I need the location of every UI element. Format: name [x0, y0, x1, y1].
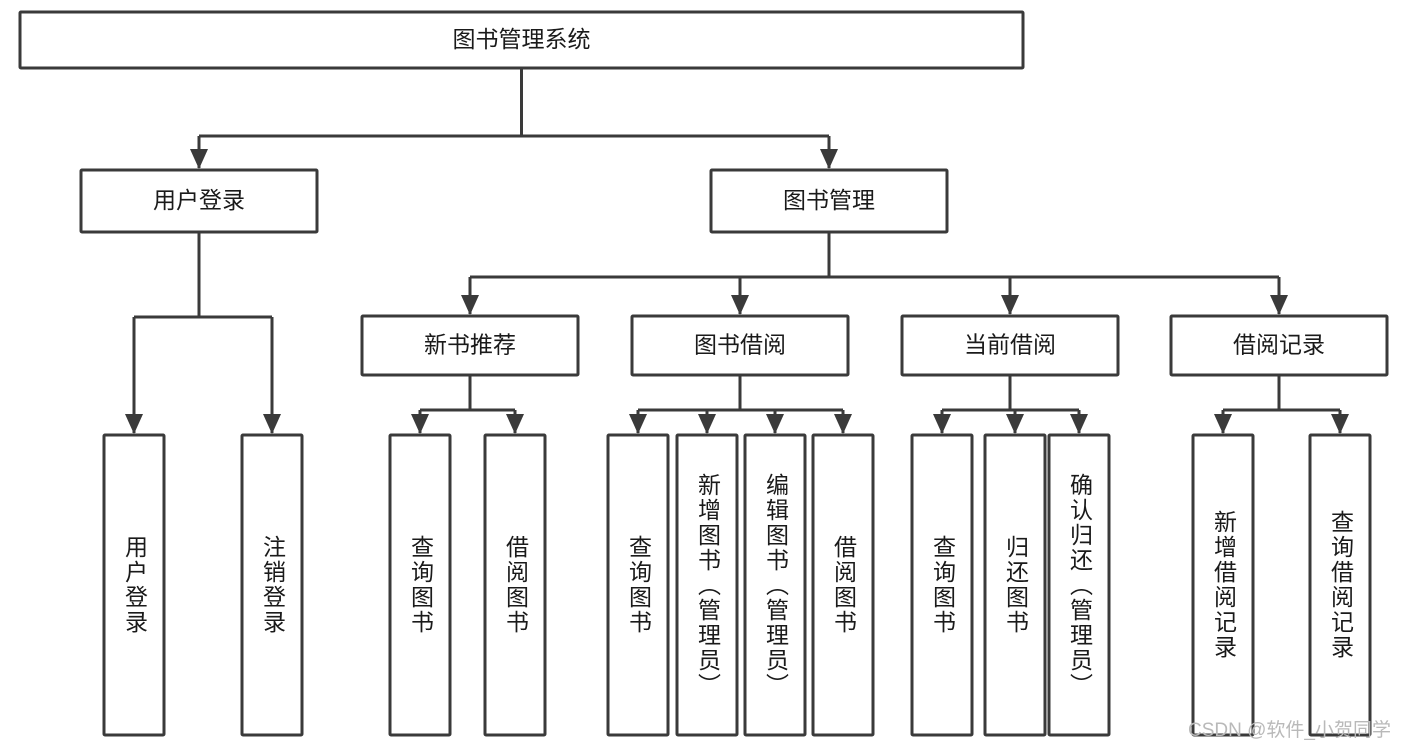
arrow-current-borrow-to-leaf-confirm-return — [1070, 414, 1088, 434]
leaf-box-leaf-user-login[interactable] — [102, 433, 166, 737]
arrow-book-borrow-to-leaf-edit-book — [766, 414, 784, 434]
node-box-new-book-rec[interactable] — [360, 314, 580, 377]
leaf-box-leaf-edit-book[interactable] — [743, 433, 807, 737]
leaf-box-leaf-borrow-book-2[interactable] — [811, 433, 875, 737]
node-label-book-manage: 图书管理 — [783, 187, 875, 213]
arrow-book-borrow-to-leaf-add-book — [698, 414, 716, 434]
node-label-user-login: 用户登录 — [153, 187, 245, 213]
arrow-current-borrow-to-leaf-return-book — [1006, 414, 1024, 434]
node-box-borrow-record[interactable] — [1169, 314, 1389, 377]
arrow-current-borrow-to-leaf-query-book-3 — [933, 414, 951, 434]
node-box-book-manage[interactable] — [709, 168, 949, 234]
leaf-box-leaf-return-book[interactable] — [983, 433, 1047, 737]
node-box-undefined[interactable] — [18, 10, 1025, 70]
arrow-bookmanage-to-borrow-record — [1270, 295, 1288, 315]
leaf-box-leaf-borrow-book-1[interactable] — [483, 433, 547, 737]
arrow-bookmanage-to-current-borrow — [1001, 295, 1019, 315]
arrow-new-book-rec-to-leaf-query-book-1 — [411, 414, 429, 434]
leaf-box-leaf-query-book-3[interactable] — [910, 433, 974, 737]
leaf-box-leaf-add-record[interactable] — [1191, 433, 1255, 737]
leaf-box-leaf-query-record[interactable] — [1308, 433, 1372, 737]
arrow-bookmanage-to-new-book-rec — [461, 295, 479, 315]
node-box-current-borrow[interactable] — [900, 314, 1120, 377]
node-label-book-borrow: 图书借阅 — [694, 332, 786, 358]
node-label-current-borrow: 当前借阅 — [964, 332, 1056, 358]
leaf-box-leaf-confirm-return[interactable] — [1047, 433, 1111, 737]
leaf-box-leaf-query-book-2[interactable] — [606, 433, 670, 737]
leaf-box-leaf-add-book[interactable] — [675, 433, 739, 737]
arrow-new-book-rec-to-leaf-borrow-book-1 — [506, 414, 524, 434]
arrow-root-to-book-manage — [820, 149, 838, 169]
arrow-book-borrow-to-leaf-borrow-book-2 — [834, 414, 852, 434]
node-label-borrow-record: 借阅记录 — [1233, 332, 1325, 358]
arrow-root-to-user-login — [190, 149, 208, 169]
leaf-box-leaf-query-book-1[interactable] — [388, 433, 452, 737]
node-box-user-login[interactable] — [79, 168, 319, 234]
arrow-borrow-record-to-leaf-add-record — [1214, 414, 1232, 434]
arrow-userlogin-to-leaf-user-logout — [263, 414, 281, 434]
node-label-undefined: 图书管理系统 — [453, 26, 591, 52]
node-label-new-book-rec: 新书推荐 — [424, 332, 516, 358]
connector-layer — [125, 68, 1349, 434]
arrow-userlogin-to-leaf-user-login — [125, 414, 143, 434]
csdn-watermark: CSDN @软件_小贺同学 — [1188, 720, 1391, 741]
node-box-book-borrow[interactable] — [630, 314, 850, 377]
arrow-bookmanage-to-book-borrow — [731, 295, 749, 315]
leaf-box-leaf-user-logout[interactable] — [240, 433, 304, 737]
box-layer — [18, 10, 1389, 737]
arrow-borrow-record-to-leaf-query-record — [1331, 414, 1349, 434]
arrow-book-borrow-to-leaf-query-book-2 — [629, 414, 647, 434]
